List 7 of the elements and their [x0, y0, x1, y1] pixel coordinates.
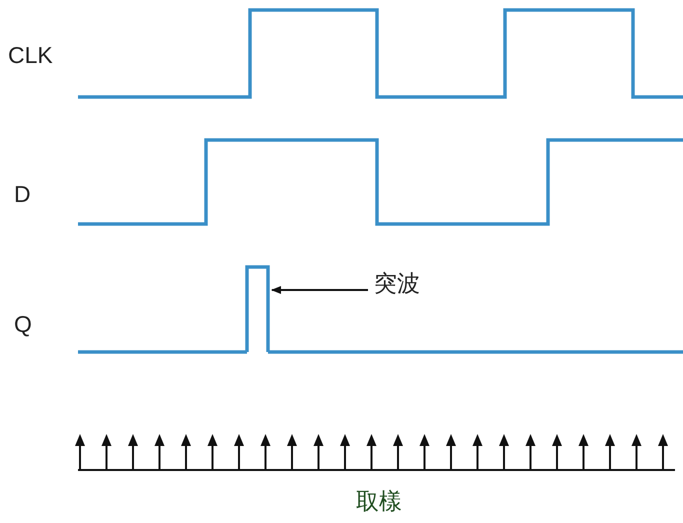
- signal-name: D: [14, 183, 31, 206]
- leader-arrow: [271, 286, 368, 294]
- signal-name: CLK: [8, 44, 53, 67]
- axis-caption: 取樣: [356, 490, 402, 513]
- annotation-label: 突波: [374, 272, 420, 295]
- glitch-pulse: [245, 265, 270, 352]
- signal-name: Q: [14, 313, 32, 336]
